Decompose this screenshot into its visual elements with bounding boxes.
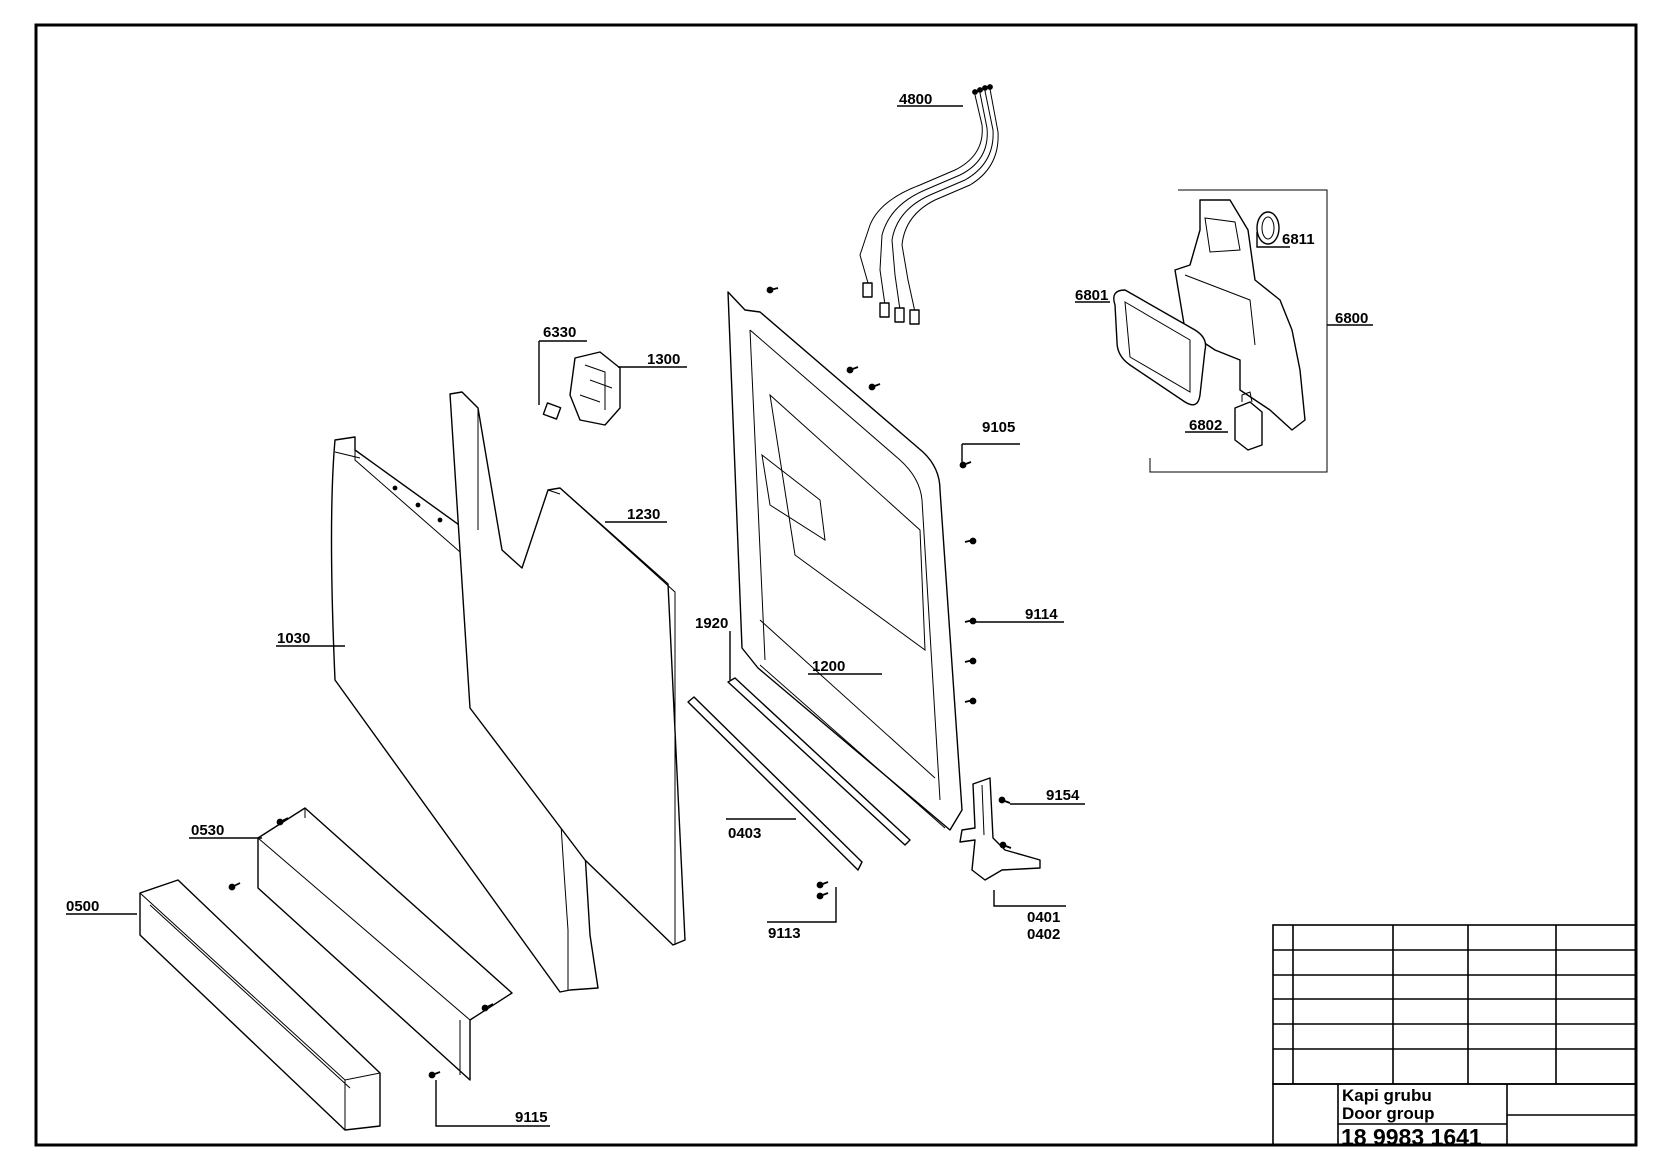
screws xyxy=(228,286,1012,1079)
part-0500-plinth xyxy=(139,879,381,1131)
callout-1300: 1300 xyxy=(647,351,680,368)
callout-0500: 0500 xyxy=(66,898,99,915)
callout-6800: 6800 xyxy=(1335,310,1368,327)
callout-9154: 9154 xyxy=(1046,787,1080,804)
callout-1920: 1920 xyxy=(695,615,728,632)
part-4800-wiring xyxy=(859,84,999,325)
revision-table xyxy=(1272,924,1637,1085)
callout-0403: 0403 xyxy=(728,825,761,842)
callout-1030: 1030 xyxy=(277,630,310,647)
part-0403-strip xyxy=(687,696,863,871)
drawing-number: 18 9983 1641 xyxy=(1341,1124,1482,1150)
callout-4800: 4800 xyxy=(899,91,932,108)
callout-9105: 9105 xyxy=(982,419,1015,436)
part-0401-hinge xyxy=(959,777,1041,881)
callout-9114: 9114 xyxy=(1025,606,1058,623)
title-english: Door group xyxy=(1342,1104,1435,1123)
callout-6802: 6802 xyxy=(1189,417,1222,434)
callout-1200: 1200 xyxy=(812,658,845,675)
callout-0401: 0401 xyxy=(1027,909,1060,926)
callout-0530: 0530 xyxy=(191,822,224,839)
callout-6801: 6801 xyxy=(1075,287,1108,304)
callout-0402: 0402 xyxy=(1027,926,1060,943)
title-table xyxy=(1272,1083,1637,1146)
callout-9113: 9113 xyxy=(768,925,801,942)
leader-lines xyxy=(66,105,1373,1127)
part-1920-seal xyxy=(727,677,911,846)
title-turkish: Kapi grubu xyxy=(1342,1086,1432,1105)
callout-6811: 6811 xyxy=(1282,231,1315,248)
callout-1230: 1230 xyxy=(627,506,660,523)
drawing-border xyxy=(34,23,1638,1147)
part-1300-latch xyxy=(542,351,621,426)
part-6800-dispenser xyxy=(1113,189,1328,473)
callout-9115: 9115 xyxy=(515,1109,548,1126)
callouts: 4800 6811 6801 6800 6802 6330 1300 9105 … xyxy=(66,91,1368,1126)
part-0530-bracket xyxy=(257,807,513,1081)
callout-6330: 6330 xyxy=(543,324,576,341)
title-block: Kapi grubu Door group 18 9983 1641 xyxy=(1272,924,1637,1150)
part-1230-insulation xyxy=(449,391,686,946)
part-1200-inner-frame xyxy=(727,291,963,831)
